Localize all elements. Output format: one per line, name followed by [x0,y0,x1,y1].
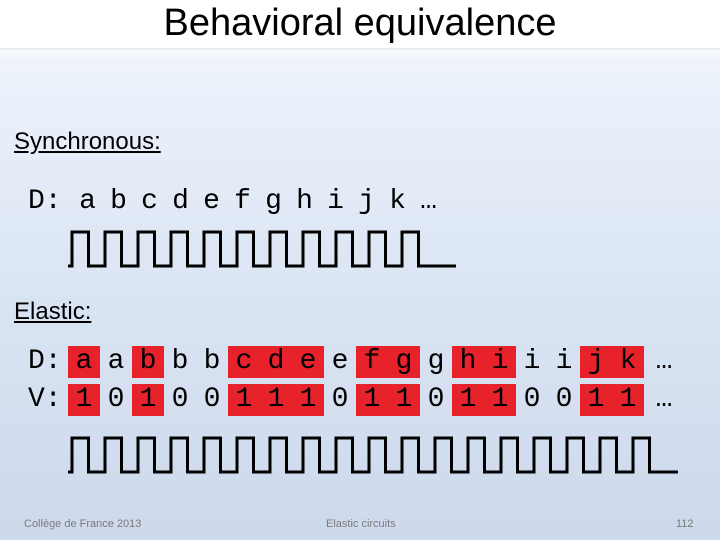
elastic-v-cell: 1 [132,384,164,416]
sync-data-cell: d [172,186,189,217]
elastic-d-cell: c [228,346,260,378]
elastic-v-cell: 1 [260,384,292,416]
elastic-d-cell: b [203,346,221,377]
elastic-v-cell: 1 [580,384,612,416]
elastic-v-prefix: V: [28,384,62,415]
elastic-label: Elastic: [14,298,92,325]
elastic-d-cell: i [555,346,573,377]
clock-signal-path [68,436,678,474]
elastic-d-cell: d [260,346,292,378]
elastic-d-cell: a [107,346,125,377]
footer-left: Collège de France 2013 [24,518,142,530]
elastic-d-cell: b [132,346,164,378]
sync-data-cell: e [203,186,220,217]
elastic-v-cell: 1 [228,384,260,416]
elastic-v-cell: 0 [523,384,541,415]
elastic-d-cell: h [452,346,484,378]
elastic-d-cell: g [388,346,420,378]
sync-data-cell: i [327,186,344,217]
elastic-d-cell: b [171,346,189,377]
sync-data-cell: h [296,186,313,217]
elastic-d-cell: i [484,346,516,378]
elastic-v-cell: 0 [427,384,445,415]
elastic-v-cell: 1 [356,384,388,416]
elastic-v-cell: 1 [452,384,484,416]
elastic-v-cell: 1 [388,384,420,416]
elastic-d-cell: a [68,346,100,378]
elastic-v-ellipsis: … [655,384,673,415]
elastic-v-cell: 0 [171,384,189,415]
elastic-d-cell: g [427,346,445,377]
elastic-d-cell: e [331,346,349,377]
elastic-v-cell: 1 [612,384,644,416]
elastic-d-cell: f [356,346,388,378]
slide-number: 112 [676,518,694,530]
sync-data-cell: k [389,186,406,217]
elastic-clock-waveform [68,436,678,474]
elastic-d-cell: i [523,346,541,377]
sync-data-cell: g [265,186,282,217]
title-divider [0,48,720,50]
elastic-d-prefix: D: [28,346,62,377]
elastic-d-cell: e [292,346,324,378]
sync-data-cell: j [358,186,375,217]
sync-clock-waveform [68,230,456,268]
sync-data-cell: c [141,186,158,217]
elastic-v-cell: 1 [292,384,324,416]
elastic-v-cell: 1 [484,384,516,416]
sync-data-cell: … [420,186,437,217]
sync-data-cell: f [234,186,251,217]
synchronous-label: Synchronous: [14,128,161,155]
clock-signal-path [68,230,456,268]
elastic-d-cell: j [580,346,612,378]
slide-title: Behavioral equivalence [163,2,557,44]
elastic-v-cell: 0 [555,384,573,415]
elastic-d-cell: k [612,346,644,378]
sync-data-cell: b [110,186,127,217]
sync-data-cell: a [79,186,96,217]
elastic-v-cell: 0 [331,384,349,415]
elastic-d-ellipsis: … [655,346,673,377]
footer-center: Elastic circuits [326,518,396,530]
elastic-v-cell: 0 [203,384,221,415]
sync-d-prefix: D: [28,186,62,217]
elastic-v-cell: 0 [107,384,125,415]
elastic-v-cell: 1 [68,384,100,416]
